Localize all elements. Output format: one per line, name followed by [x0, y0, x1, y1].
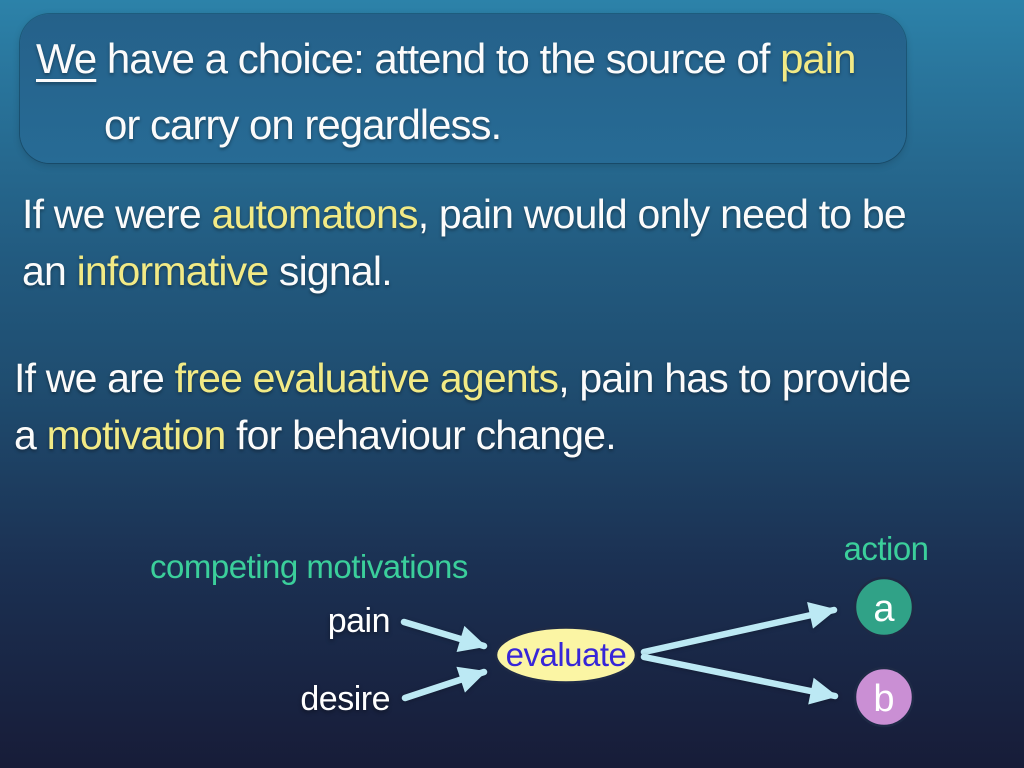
arrow-pain-to-evaluate — [400, 618, 488, 653]
action-a-node — [853, 576, 915, 638]
action-b-node — [853, 666, 915, 728]
title-line-2-text: or carry on regardless. — [104, 101, 502, 148]
title-text: have a choice: attend to the source of — [96, 35, 781, 82]
paragraph-free-agents: If we are free evaluative agents, pain h… — [14, 350, 911, 464]
title-line-2: or carry on regardless. — [104, 92, 906, 158]
text-segment: If we were — [22, 191, 212, 237]
text-segment: , pain has to provide — [558, 355, 911, 401]
paragraph-free-agents-line-1: If we are free evaluative agents, pain h… — [14, 350, 911, 407]
motivation-diagram: competing motivations action pain desire… — [150, 530, 929, 728]
action-a-label: a — [873, 588, 895, 630]
text-segment: signal. — [268, 248, 393, 294]
text-segment: for behaviour change. — [225, 412, 617, 458]
title-we-underlined: We — [36, 35, 97, 82]
title-box: We have a choice: attend to the source o… — [20, 14, 906, 163]
title-highlight-pain: pain — [780, 35, 856, 82]
arrow-evaluate-to-a — [640, 601, 838, 656]
paragraph-automatons-line-2: an informative signal. — [22, 243, 906, 300]
title-line-1: We have a choice: attend to the source o… — [36, 26, 906, 92]
text-segment: If we are — [14, 355, 175, 401]
text-segment: , pain would only need to be — [417, 191, 907, 237]
pain-label: pain — [328, 602, 390, 640]
arrow-evaluate-to-b — [640, 653, 839, 705]
action-label: action — [843, 530, 928, 567]
action-b-label: b — [873, 678, 894, 720]
evaluate-ellipse — [494, 626, 638, 684]
paragraph-free-agents-line-2: a motivation for behaviour change. — [14, 407, 911, 464]
arrow-desire-to-evaluate — [401, 666, 488, 702]
highlight-informative: informative — [76, 248, 270, 294]
highlight-automatons: automatons — [211, 191, 418, 237]
highlight-free-evaluative-agents: free evaluative agents — [174, 355, 559, 401]
text-segment: a — [14, 412, 47, 458]
desire-label: desire — [300, 680, 390, 718]
paragraph-automatons-line-1: If we were automatons, pain would only n… — [22, 186, 907, 243]
competing-motivations-label: competing motivations — [150, 548, 468, 585]
evaluate-label: evaluate — [506, 636, 627, 673]
highlight-motivation: motivation — [46, 412, 227, 458]
text-segment: an — [22, 248, 77, 294]
paragraph-automatons: If we were automatons, pain would only n… — [22, 186, 907, 300]
